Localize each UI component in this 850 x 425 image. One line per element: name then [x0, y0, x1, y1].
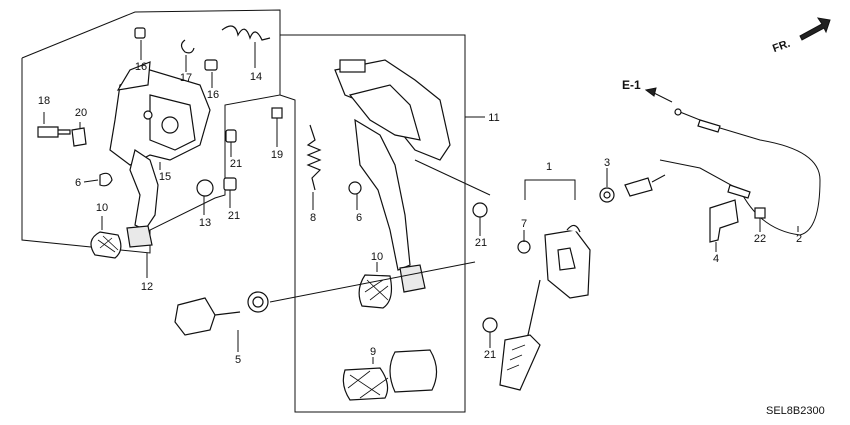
- callout-21-upper: 21: [230, 158, 242, 170]
- callout-8: 8: [310, 212, 316, 224]
- callout-11: 11: [488, 112, 499, 124]
- leader-lines: [43, 40, 799, 364]
- callout-16-top: 16: [135, 61, 147, 73]
- callout-13: 13: [199, 217, 211, 229]
- callout-2: 2: [796, 233, 802, 245]
- callout-1: 1: [546, 161, 552, 173]
- cable-adjuster: [624, 174, 666, 197]
- callout-3: 3: [604, 157, 610, 169]
- callout-15: 15: [159, 171, 171, 183]
- stop-switch: [174, 291, 269, 336]
- brake-pedal-group-box: [279, 34, 466, 413]
- accelerator-pedal-assembly: [472, 202, 591, 391]
- ref-arrow: [644, 87, 673, 103]
- callout-5: 5: [235, 354, 241, 366]
- front-direction-arrow: [799, 17, 831, 41]
- callout-18: 18: [38, 95, 50, 107]
- return-spring: [306, 124, 322, 191]
- brake-pedal-assembly: [334, 59, 451, 309]
- callout-10-brake: 10: [371, 251, 383, 263]
- callout-6-clutch: 6: [75, 177, 81, 189]
- drawing-code: SEL8B2300: [766, 405, 825, 417]
- callout-16-right: 16: [207, 89, 219, 101]
- pedal-pad-set: [342, 349, 438, 401]
- bolt-19: [271, 107, 283, 132]
- callout-21-accel: 21: [484, 349, 496, 361]
- callout-10-clutch: 10: [96, 202, 108, 214]
- accelerator-group-bracket: [524, 179, 576, 200]
- callout-12: 12: [141, 281, 153, 293]
- cable-end-3: [599, 187, 615, 203]
- callout-22: 22: [754, 233, 766, 245]
- clutch-pedal-assembly: [90, 61, 211, 259]
- callout-7: 7: [521, 218, 527, 230]
- callout-9: 9: [370, 346, 376, 358]
- callout-labels: 1 2 3 4 5 6 6 7 8 9 10 10 11 12 13 14 15…: [38, 38, 825, 417]
- small-parts-left: [37, 25, 271, 197]
- throttle-cable: [659, 108, 821, 236]
- callout-17: 17: [180, 72, 192, 84]
- callout-14: 14: [250, 71, 262, 83]
- callout-20: 20: [75, 107, 87, 119]
- bolt-22: [754, 207, 766, 219]
- cable-bracket-4: [709, 199, 739, 243]
- callout-21-lower: 21: [228, 210, 240, 222]
- direction-label: FR.: [771, 38, 792, 55]
- callout-6-brake: 6: [356, 212, 362, 224]
- callout-19: 19: [271, 149, 283, 161]
- callout-21-center: 21: [475, 237, 487, 249]
- ref-label: E-1: [622, 78, 641, 92]
- callout-4: 4: [713, 253, 719, 265]
